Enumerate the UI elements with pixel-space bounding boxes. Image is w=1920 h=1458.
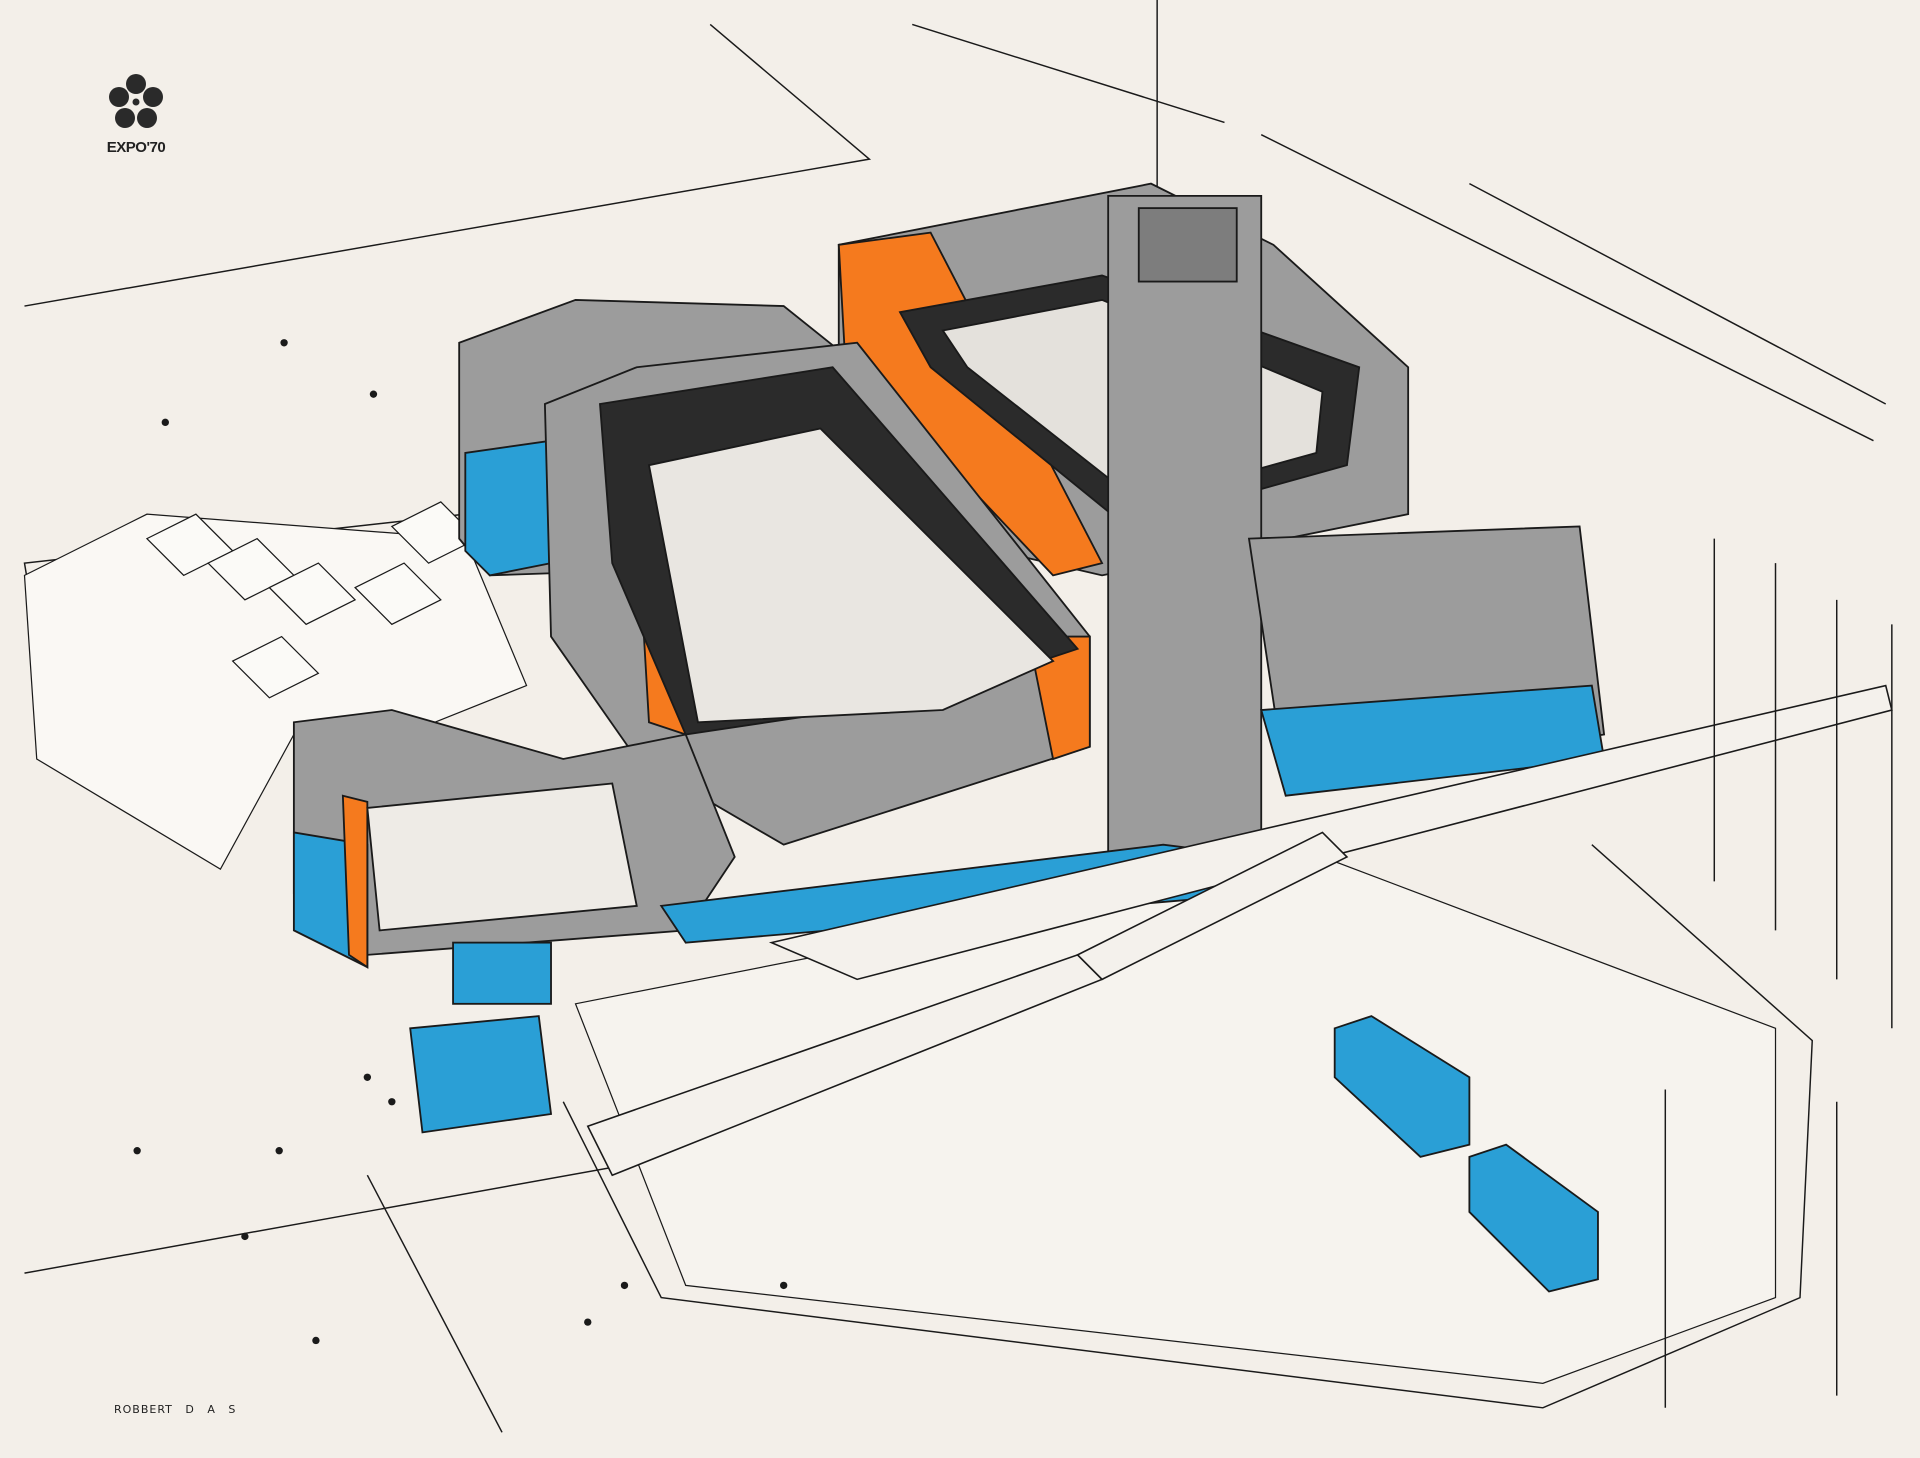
pavilion-building — [292, 182, 1606, 1134]
monorail-trains — [1333, 1015, 1599, 1293]
people-figures — [133, 339, 788, 1345]
cherry-blossom-logo-icon — [109, 74, 163, 128]
artist-signature: ROBBERT D A S — [114, 1403, 237, 1416]
expo70-logo: EXPO'70 — [96, 72, 176, 156]
flag-poles — [1664, 538, 1893, 1408]
walkway-bridge — [586, 684, 1893, 1177]
logo-text: EXPO'70 — [106, 139, 166, 156]
umbrella-cafe — [145, 501, 479, 699]
